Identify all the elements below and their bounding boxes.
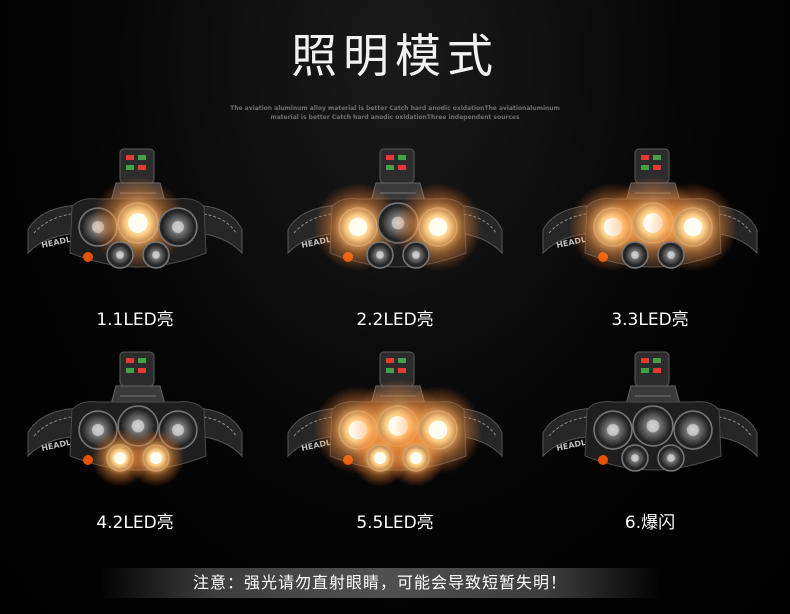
led-chip (172, 221, 184, 233)
led-chip (631, 251, 639, 259)
subtitle-line-1: The aviation aluminum alloy material is … (230, 105, 560, 112)
mode-card-1: HEADLIGHT 1.1LED亮 (20, 135, 250, 335)
led-core (409, 451, 423, 465)
headlamp-image: HEADLIGHT (542, 351, 758, 472)
headlamp-image: HEADLIGHT (27, 148, 243, 270)
strap-stitching (548, 415, 752, 437)
switch-housing (119, 351, 155, 387)
led-chip (631, 454, 639, 462)
indicator-green (398, 358, 406, 363)
led-core (149, 451, 163, 465)
indicator-red (126, 155, 134, 160)
indicator-green (398, 155, 406, 160)
led-chip (646, 419, 660, 433)
led-core (373, 451, 387, 465)
mode-label: 6.爆闪 (624, 513, 676, 533)
strap-stitching (293, 415, 497, 437)
led-core (113, 451, 127, 465)
indicator-red (653, 165, 661, 170)
led-chip (607, 424, 619, 436)
indicator-green (138, 155, 146, 160)
mode-label: 4.2LED亮 (96, 513, 174, 533)
indicator-red (386, 155, 394, 160)
led-chip (687, 424, 699, 436)
led-core (348, 217, 368, 237)
indicator-red (386, 358, 394, 363)
mode-label: 1.1LED亮 (96, 310, 174, 330)
led-core (128, 213, 148, 233)
mode-card-6: HEADLIGHT 6.爆闪 (535, 338, 765, 538)
mode-card-4: HEADLIGHT 4.2LED亮 (20, 338, 250, 538)
strap-stitching (33, 212, 237, 234)
led-chip (172, 424, 184, 436)
led-core (683, 217, 703, 237)
indicator-green (641, 368, 649, 373)
strap-stitching (548, 212, 752, 234)
side-button (83, 455, 93, 465)
headlamp-image: HEADLIGHT (287, 148, 503, 272)
switch-housing (634, 351, 670, 387)
indicator-green (653, 358, 661, 363)
indicator-green (138, 358, 146, 363)
mode-card-3: HEADLIGHT 3.3LED亮 (535, 135, 765, 335)
led-chip (116, 251, 124, 259)
indicator-green (641, 165, 649, 170)
led-chip (131, 419, 145, 433)
led-chip (152, 251, 160, 259)
mode-card-5: HEADLIGHT 5.5LED亮 (280, 338, 510, 538)
safety-warning-banner: 注意：强光请勿直射眼睛，可能会导致短暂失明！ (100, 568, 660, 598)
page-subtitle: The aviation aluminum alloy material is … (0, 104, 790, 122)
mode-label: 3.3LED亮 (611, 310, 689, 330)
led-chip (667, 454, 675, 462)
indicator-green (126, 368, 134, 373)
page-title: 照明模式 (291, 29, 499, 83)
switch-housing (379, 148, 415, 184)
mode-card-2: HEADLIGHT 2.2LED亮 (280, 135, 510, 335)
headlamp-image: HEADLIGHT (27, 351, 243, 487)
indicator-red (641, 155, 649, 160)
strap-stitching (293, 212, 497, 234)
headlamp-image: HEADLIGHT (542, 148, 758, 272)
side-button (598, 455, 608, 465)
indicator-red (138, 368, 146, 373)
subtitle-line-2: material is better Catch hard anodic oxi… (270, 114, 520, 121)
indicator-red (653, 368, 661, 373)
led-chip (92, 424, 104, 436)
indicator-red (138, 165, 146, 170)
indicator-red (398, 165, 406, 170)
led-chip (667, 251, 675, 259)
side-button (83, 252, 93, 262)
mode-label: 5.5LED亮 (356, 513, 434, 533)
indicator-green (126, 165, 134, 170)
mode-label: 2.2LED亮 (356, 310, 434, 330)
indicator-green (386, 165, 394, 170)
led-core (428, 420, 448, 440)
indicator-red (641, 358, 649, 363)
headlamp-image: HEADLIGHT (287, 351, 503, 487)
led-chip (412, 251, 420, 259)
led-core (428, 217, 448, 237)
indicator-red (126, 358, 134, 363)
strap-stitching (33, 415, 237, 437)
led-chip (376, 251, 384, 259)
indicator-green (653, 155, 661, 160)
indicator-red (398, 368, 406, 373)
indicator-green (386, 368, 394, 373)
